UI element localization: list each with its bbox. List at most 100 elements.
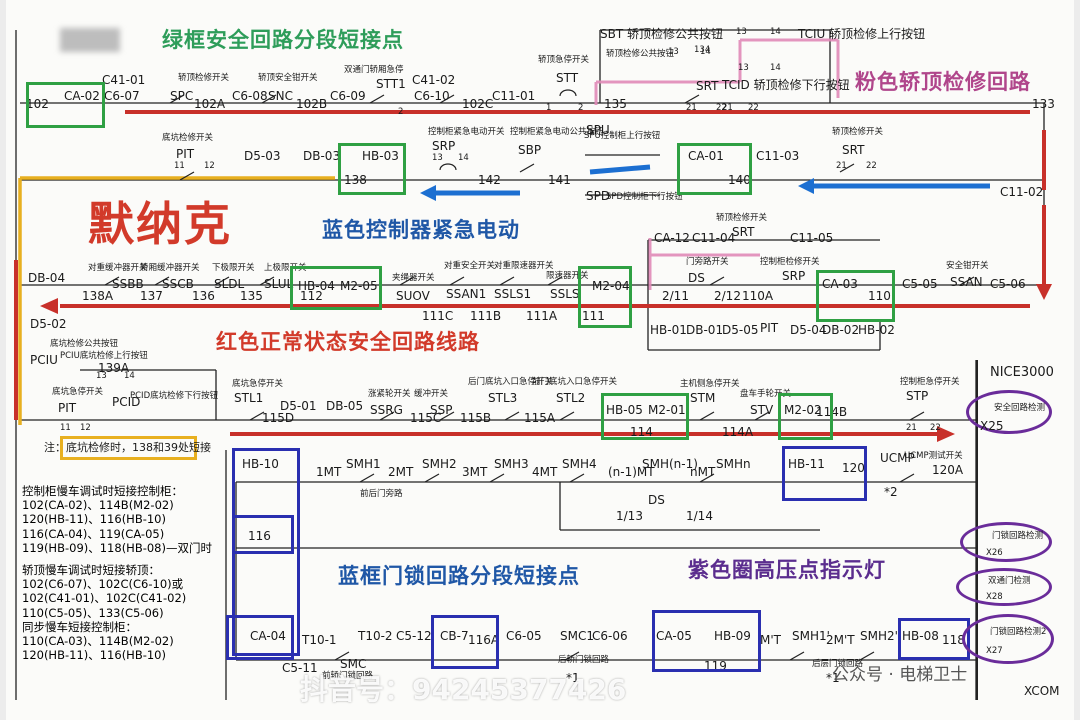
row4-label-9: SSRG [370,403,403,417]
row3-caption-0: 对重缓冲器开关 [88,263,148,273]
notes-line: 116(CA-04)、119(CA-05) [22,526,165,541]
row3-label-17: SRP [782,269,806,283]
circle-x28 [956,568,1052,606]
row3-node-11: 110A [742,289,774,303]
row4-label-19: STM [690,391,716,405]
pit-note: 注：底坑检修时，138和39处短接 [44,441,211,454]
notes-title-1: 控制柜慢车调试时短接控制柜： [22,484,183,498]
x28-caption: 双通门检测 [988,576,1031,586]
row3-caption-10: 轿顶检修开关 [716,213,768,223]
door-caption-1: 前后门旁路 [360,489,403,499]
row4-bottom-5: DB-02 [822,323,860,337]
door-label-19: 1/13 [616,509,643,523]
top-node-10: STT1 [376,77,406,91]
row3-caption-11: 安全钳开关 [946,261,989,271]
top-caption-4: 轿顶检修公共按钮 [606,49,675,59]
row3-label-3: SLDL [214,277,245,291]
row3-node-8: 111 [582,309,605,323]
bottom-label-11: M'T [760,633,781,647]
top-node-11: C41-02 [412,73,456,87]
row4-label-21: STV [750,403,774,417]
row4-pin-3: 12 [80,423,91,433]
row3-node-2: 136 [192,289,215,303]
top-right-pin-2: 134 [694,45,711,55]
row4-caption-8: 前门底坑入口急停开关 [532,377,618,387]
bottom-label-21: *1 [826,671,840,685]
row4-label-7: D5-01 [280,399,317,413]
row3-node-1: 137 [140,289,163,303]
row4-label-14: 115A [524,411,556,425]
row4-bottom-3: PIT [760,321,779,335]
xcom-terminal: XCOM [1024,684,1060,698]
row4-pin-5: 22 [930,423,941,433]
notes-title-3: 同步慢车短接控制柜： [22,619,137,634]
top-node-5: 102A [194,97,226,111]
top-node-6: C6-08 [232,89,268,103]
blurred-logo [60,28,120,52]
top-node-16: 135 [604,97,627,111]
row3-node-4: 112 [300,289,323,303]
blue-box-cb7 [431,615,499,669]
row4-caption-10: 盘车手轮开关 [740,389,792,399]
row2-label-15: C11-02 [1000,185,1044,199]
row4-label-15: STL2 [556,391,586,405]
blue-box-hb08 [898,618,970,660]
row4-caption-1: PCIU底坑检修上行按钮 [60,351,148,361]
door-label-14: 120 [842,461,865,475]
top-pin-2: 2 [578,103,584,113]
row2-label-10: SPD [586,189,611,203]
wechat-watermark: 公众号 · 电梯卫士 [832,665,968,685]
blue-box-hb11 [782,446,867,501]
bottom-label-15: HB-08 [902,629,939,643]
top-node-3: C6-07 [104,89,140,103]
top-right-pin-6: 14 [770,63,781,73]
row3-label-6: M2-05 [340,279,378,293]
row3-caption-3: 上极限开关 [264,263,307,273]
row4-label-8: DB-05 [326,399,364,413]
top-pin-4: 22 [716,103,727,113]
row3-caption-2: 下极限开关 [212,263,255,273]
green-box-ca03 [816,270,895,322]
row3-label-2: SSCB [162,277,194,291]
bottom-label-17: C5-11 [282,661,318,675]
top-node-4: SPC [170,89,194,103]
row4-caption-0: 底坑检修公共按钮 [50,339,119,349]
row4-label-0: D5-02 [30,317,67,331]
door-label-10: SMH(n-1) [642,457,698,471]
row3-node-3: 135 [240,289,263,303]
row4-caption-7: 后门底坑入口急停开关 [468,377,554,387]
row4-label-13: STL3 [488,391,518,405]
row4-label-25: 120A [932,463,964,477]
door-caption-0: UCMP测试开关 [904,451,963,461]
heading-blue-emergency: 蓝色控制器紧急电动 [322,218,520,242]
row3-caption-6: 对重限速器开关 [494,261,554,271]
row4-label-17: M2-01 [648,403,686,417]
pit-note-box [60,436,197,460]
row3-label-20: SSAN [950,275,983,289]
top-caption-3: 轿顶急停开关 [538,55,590,65]
row2-pin-0: 11 [174,161,185,171]
top-pin-1: 1 [546,103,552,113]
row3-label-13: C11-04 [692,231,736,245]
heading-pink-inspection: 粉色轿顶检修回路 [855,70,1031,94]
door-label-15: UCMP [880,451,915,465]
row4-label-1: PCIU [30,353,58,367]
green-box-m204 [578,266,632,328]
row2-pin-4: 21 [836,161,847,171]
row2-label-2: DB-03 [303,149,341,163]
top-node-1: CA-02 [64,89,100,103]
notes-line: 102(CA-02)、114B(M2-02) [22,498,174,513]
row2-label-3: HB-03 [362,149,399,163]
row2-label-14: SRT [842,143,865,157]
row3-label-18: CA-03 [822,277,858,291]
green-box-m202 [778,393,833,440]
bottom-label-9: CA-05 [656,629,692,643]
row2-label-7: SBP [518,143,542,157]
door-label-6: SMH3 [494,457,529,471]
douyin-watermark: 抖音号：94245377426 [300,673,627,706]
bottom-caption-2: 后层门锁回路 [812,659,864,669]
top-node-12: C6-10 [414,89,450,103]
door-label-13: HB-11 [788,457,825,471]
row4-label-22: M2-02 [784,403,822,417]
row3-label-0: DB-04 [28,271,66,285]
